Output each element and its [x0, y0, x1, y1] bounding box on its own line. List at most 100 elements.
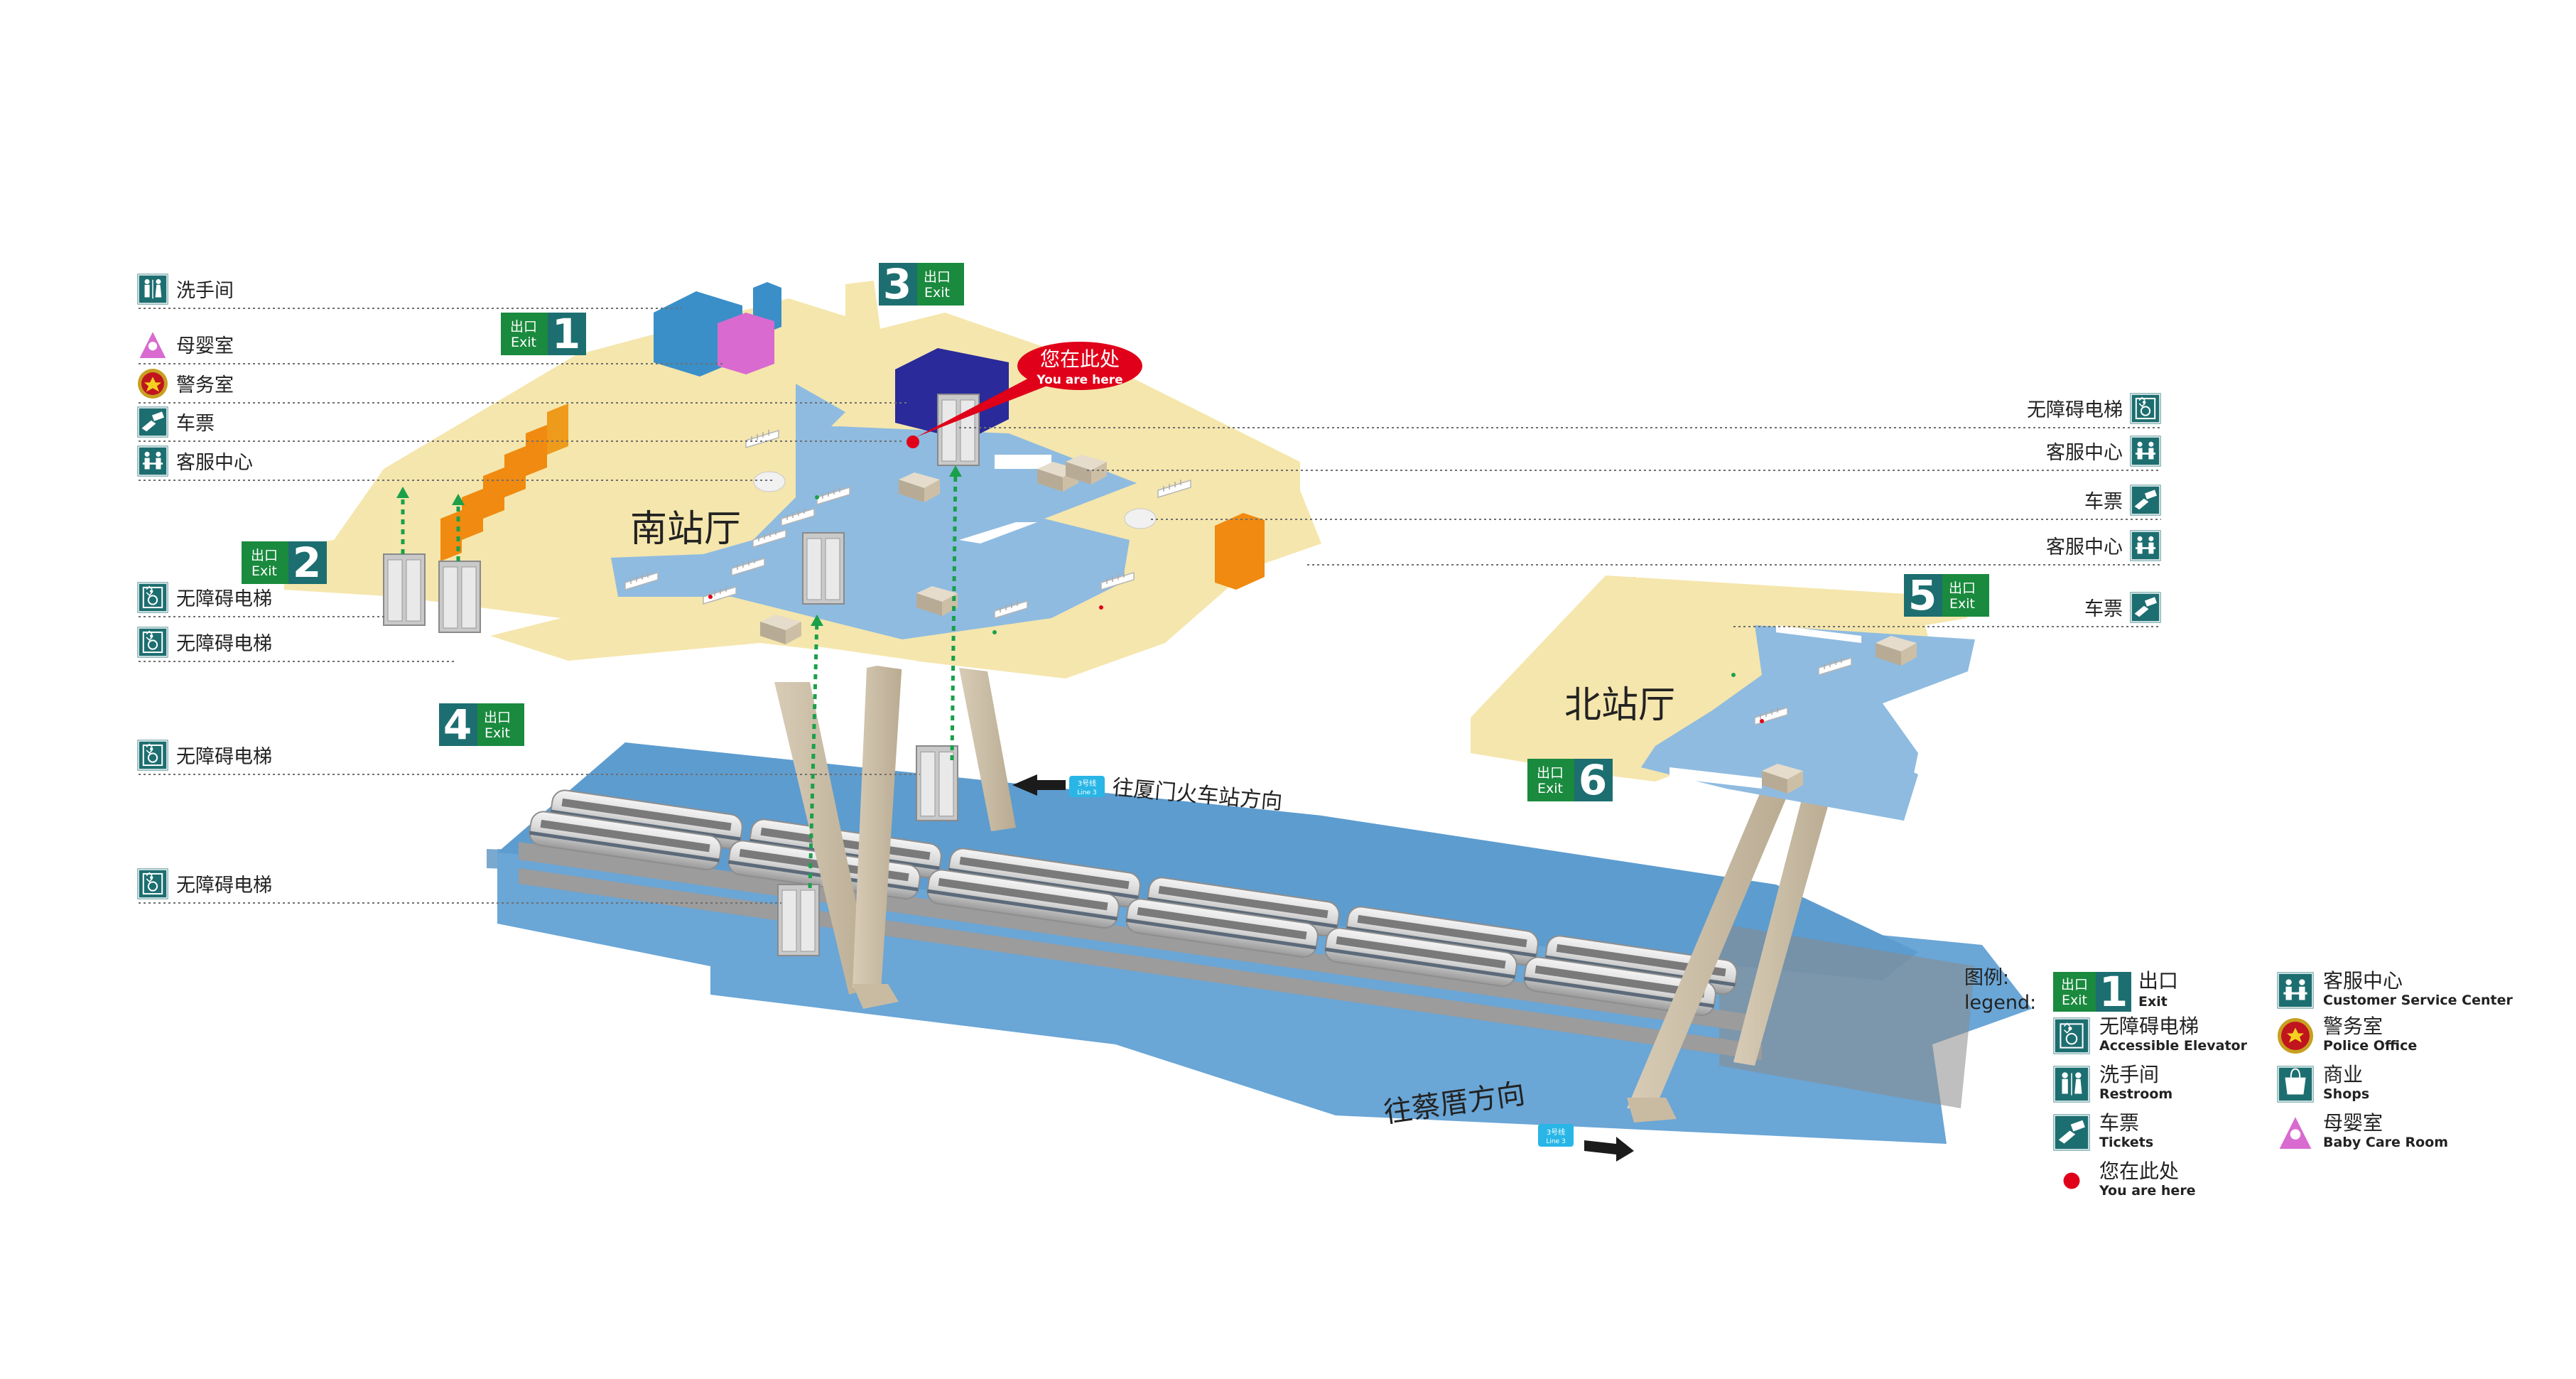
- you-are-here-dot-icon: [2063, 1172, 2080, 1189]
- legend-label-cn: 出口: [2138, 969, 2178, 993]
- exit-label-en: Exit: [511, 335, 536, 350]
- exit-number: 1: [552, 310, 580, 358]
- customer-service-icon: [2129, 435, 2162, 467]
- legend-exit-number: 1: [2099, 968, 2128, 1016]
- small-markers-green: [815, 495, 1736, 677]
- ticket-icon: [2129, 484, 2162, 517]
- right-callout-1: 无障碍电梯: [959, 392, 2162, 428]
- left-callout-1: 洗手间: [136, 273, 682, 309]
- exit-number: 2: [293, 539, 321, 587]
- legend-label-cn: 警务室: [2323, 1015, 2383, 1038]
- accessible-elevator-icon: [136, 581, 169, 614]
- north-pillars: [1627, 789, 1833, 1123]
- left-callout-label: 警务室: [176, 374, 234, 396]
- line3-badge-cn: 3号线: [1078, 779, 1096, 788]
- exit-label-en: Exit: [924, 285, 950, 301]
- police-icon: [138, 369, 168, 399]
- left-callout-5: 客服中心: [136, 445, 774, 481]
- customer-service-icon: [136, 445, 169, 477]
- restroom-icon: [136, 273, 169, 305]
- baby-care-icon: [2277, 1113, 2314, 1150]
- you-are-here-label: 您在此处: [1040, 347, 1120, 371]
- legend-label-en: Restroom: [2099, 1086, 2172, 1102]
- left-callout-label: 洗手间: [176, 280, 234, 302]
- left-callout-label: 母婴室: [176, 335, 234, 357]
- left-callout-7: 无障碍电梯: [136, 626, 455, 662]
- ticket-icon: [136, 406, 169, 438]
- exit-label-en: Exit: [251, 563, 277, 579]
- right-callout-3: 车票: [1151, 484, 2162, 520]
- exit-label-en: Exit: [1949, 596, 1975, 612]
- legend-label-cn: 您在此处: [2099, 1159, 2179, 1183]
- legend-label-cn: 母婴室: [2323, 1111, 2383, 1135]
- right-callout-label: 客服中心: [2046, 536, 2123, 558]
- shops-icon: [2276, 1065, 2315, 1103]
- left-callout-label: 客服中心: [176, 452, 253, 474]
- police-icon: [2278, 1018, 2313, 1054]
- you-are-here-marker: [907, 342, 1142, 448]
- customer-service-icon: [2129, 529, 2162, 562]
- customer-service-icon: [2276, 971, 2315, 1010]
- legend-label-cn: 洗手间: [2099, 1063, 2159, 1086]
- legend-label-en: Customer Service Center: [2323, 993, 2513, 1008]
- legend-label-en: Accessible Elevator: [2099, 1038, 2248, 1054]
- legend-label-en: You are here: [2099, 1183, 2196, 1199]
- exit-number: 6: [1579, 756, 1607, 804]
- accessible-paths: [401, 468, 958, 889]
- accessible-elevator-icon: [136, 739, 169, 772]
- exit-number: 4: [443, 701, 472, 749]
- legend-label-en: Shops: [2323, 1086, 2369, 1102]
- left-callout-6: 无障碍电梯: [136, 581, 387, 617]
- accessible-path-arrows: [396, 465, 962, 626]
- line3-badge-cn-2: 3号线: [1547, 1127, 1565, 1137]
- right-callout-label: 车票: [2084, 598, 2123, 620]
- legend-label-en: Exit: [2138, 994, 2168, 1010]
- accessible-elevator-icon: [2129, 392, 2162, 425]
- left-callout-label: 车票: [176, 413, 215, 435]
- exit-label-cn: 出口: [1537, 765, 1564, 781]
- legend-label-en: Tickets: [2099, 1135, 2153, 1150]
- line3-badge-en: Line 3: [1077, 789, 1096, 796]
- legend-label-cn: 无障碍电梯: [2099, 1015, 2199, 1038]
- legend-exit-cn: 出口: [2061, 977, 2088, 993]
- left-callout-2: 母婴室: [137, 328, 725, 364]
- line3-badge-2: [1538, 1124, 1574, 1147]
- top-rooms: [654, 282, 1009, 440]
- accessible-elevator-icon: [136, 626, 169, 659]
- accessible-elevator-icon: [2052, 1017, 2091, 1055]
- right-callout-2: 客服中心: [1087, 435, 2162, 471]
- legend-exit-en: Exit: [2062, 993, 2087, 1008]
- accessible-elevator-icon: [136, 867, 169, 900]
- exit-label-en: Exit: [1537, 781, 1563, 796]
- exit-number: 5: [1908, 571, 1937, 620]
- right-callout-5: 车票: [1733, 591, 2162, 627]
- left-callout-9: 无障碍电梯: [136, 867, 781, 904]
- line3-badge: [1069, 776, 1105, 797]
- legend-label-cn: 客服中心: [2323, 969, 2403, 993]
- left-callout-label: 无障碍电梯: [176, 588, 272, 610]
- left-callout-3: 警务室: [138, 369, 909, 404]
- legend-title-cn: 图例:: [1964, 967, 2009, 989]
- ticket-icon: [2052, 1113, 2091, 1152]
- restroom-icon: [2052, 1065, 2091, 1103]
- south-pillars: [774, 661, 1016, 1009]
- exit-label-cn: 出口: [251, 548, 278, 563]
- legend-label-en: Baby Care Room: [2323, 1135, 2448, 1150]
- ticket-icon: [2129, 591, 2162, 624]
- exit-label-cn: 出口: [484, 710, 511, 725]
- small-markers: [708, 595, 1764, 723]
- legend-title-en: legend:: [1964, 992, 2036, 1014]
